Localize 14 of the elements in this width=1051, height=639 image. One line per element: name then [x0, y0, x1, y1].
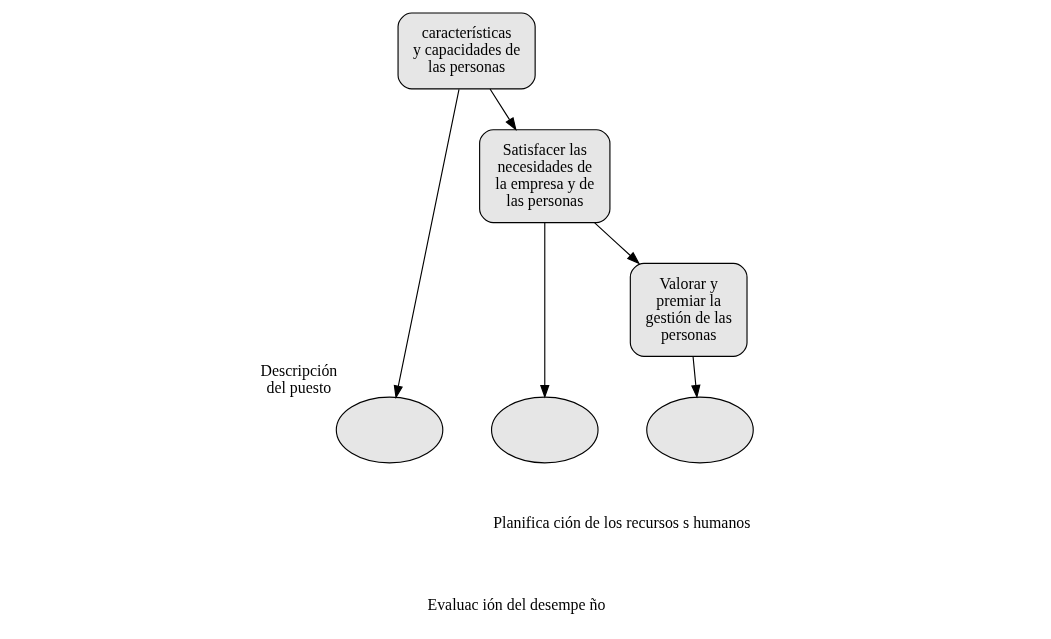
node-box: Valorar y premiar la gestión de las personas: [629, 262, 748, 357]
node-box: Satisfacer las necesidades de la empresa y de las personas: [479, 129, 611, 224]
arrow: [691, 356, 701, 399]
node-label: Descripción del puesto: [260, 361, 338, 396]
label: Planifica ción de los recursos s humanos: [493, 514, 751, 532]
node-ellipse: [490, 396, 599, 464]
node-box: características y capacidades de las personas: [397, 12, 536, 90]
node-ellipse: [335, 396, 444, 464]
arrow: [594, 222, 641, 265]
arrow: [489, 88, 517, 131]
node-ellipse: [646, 396, 754, 464]
label: Evaluac ión del desempe ño: [427, 595, 606, 613]
arrow: [393, 88, 460, 399]
arrow: [540, 222, 550, 399]
